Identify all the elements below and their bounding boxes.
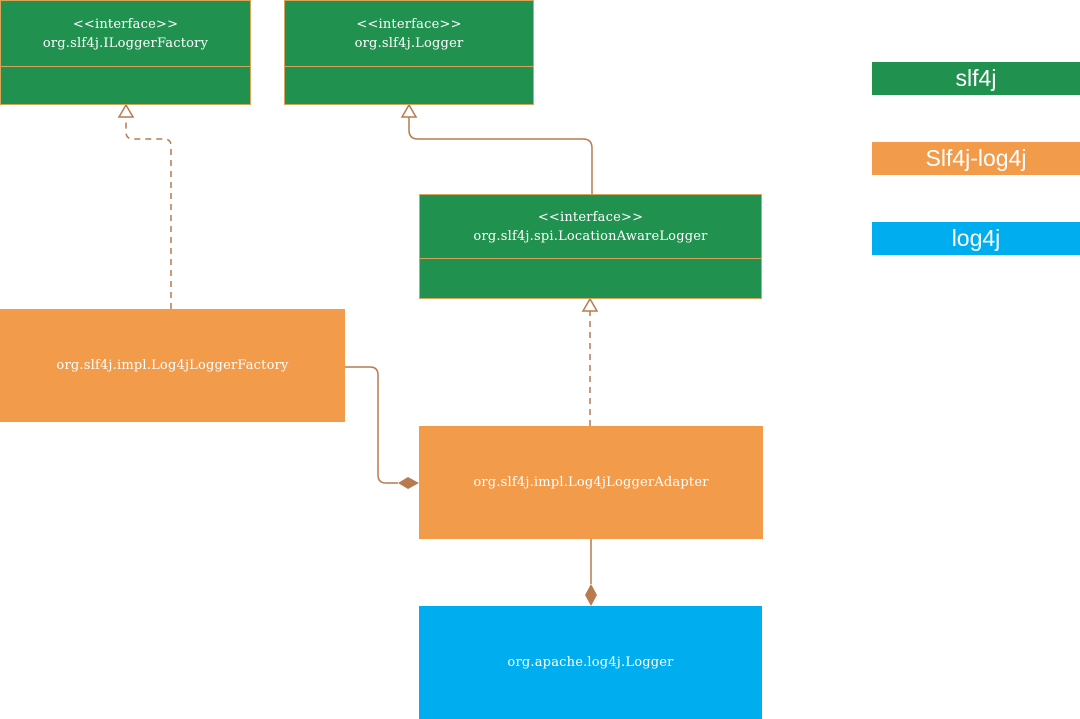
legend-slf4j-label: slf4j — [955, 65, 997, 91]
ilogger-factory-separator — [1, 66, 250, 67]
logger-interface-box: <<interface>> org.slf4j.Logger — [284, 0, 534, 105]
logger-interface-separator — [285, 66, 533, 67]
composition-diamond-logger — [585, 584, 597, 606]
realization-arrowhead-ilogger-factory — [117, 103, 135, 118]
composition-line-factory-adapter — [345, 366, 398, 484]
location-aware-logger-box: <<interface>> org.slf4j.spi.LocationAwar… — [419, 194, 762, 299]
log4j-logger-adapter-name: org.slf4j.impl.Log4jLoggerAdapter — [473, 475, 709, 490]
apache-log4j-logger-box: org.apache.log4j.Logger — [419, 606, 762, 719]
legend-log4j: log4j — [872, 222, 1080, 255]
legend-slf4j-log4j: Slf4j-log4j — [872, 142, 1080, 175]
apache-log4j-logger-name: org.apache.log4j.Logger — [507, 655, 674, 670]
logger-interface-name: org.slf4j.Logger — [354, 35, 464, 51]
legend-slf4j: slf4j — [872, 62, 1080, 95]
legend-slf4j-log4j-label: Slf4j-log4j — [925, 145, 1027, 171]
ilogger-factory-name: org.slf4j.ILoggerFactory — [42, 35, 209, 51]
location-aware-logger-separator — [420, 258, 761, 259]
log4j-logger-factory-name: org.slf4j.impl.Log4jLoggerFactory — [56, 358, 289, 373]
location-aware-logger-name: org.slf4j.spi.LocationAwareLogger — [473, 228, 708, 244]
log4j-logger-factory-box: org.slf4j.impl.Log4jLoggerFactory — [0, 309, 345, 422]
legend-log4j-label: log4j — [951, 225, 1001, 251]
log4j-logger-adapter-box: org.slf4j.impl.Log4jLoggerAdapter — [419, 426, 763, 539]
location-aware-logger-stereotype: <<interface>> — [537, 209, 644, 225]
ilogger-factory-stereotype: <<interface>> — [72, 16, 179, 32]
realization-line-ilogger-factory — [125, 117, 172, 309]
ilogger-factory-box: <<interface>> org.slf4j.ILoggerFactory — [0, 0, 251, 105]
generalization-arrowhead-logger — [400, 103, 418, 118]
logger-interface-stereotype: <<interface>> — [356, 16, 462, 32]
generalization-line-logger — [408, 117, 593, 194]
composition-diamond-adapter — [398, 477, 419, 489]
realization-arrowhead-location-aware-logger — [581, 297, 599, 312]
